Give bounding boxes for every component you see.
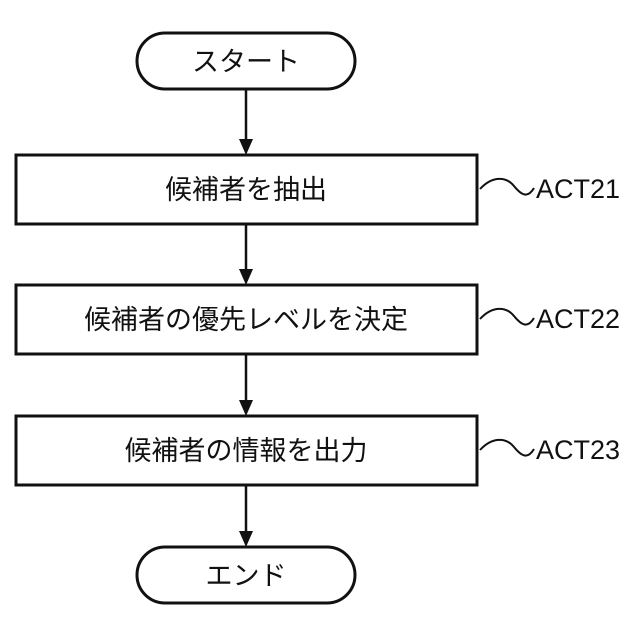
step-text-act22: 候補者の優先レベルを決定 (84, 305, 408, 336)
arrow-step3-to-end (239, 485, 253, 547)
leader-line-act21 (480, 179, 534, 195)
step-text-act21: 候補者を抽出 (165, 175, 327, 206)
step-label-act22: ACT22 (536, 304, 620, 334)
start-label: スタート (192, 47, 300, 78)
start-terminator: スタート (137, 33, 355, 89)
step-label-act21: ACT21 (536, 174, 620, 204)
leader-line-act22 (480, 309, 534, 325)
arrow-step2-to-step3 (239, 354, 253, 416)
step-text-act23: 候補者の情報を出力 (125, 436, 368, 467)
arrow-start-to-step1 (239, 89, 253, 155)
process-step-act21: 候補者を抽出 ACT21 (16, 155, 620, 224)
arrow-step1-to-step2 (239, 224, 253, 285)
process-step-act23: 候補者の情報を出力 ACT23 (16, 416, 620, 485)
leader-line-act23 (480, 440, 534, 456)
end-terminator: エンド (137, 547, 355, 603)
process-step-act22: 候補者の優先レベルを決定 ACT22 (16, 285, 620, 354)
step-label-act23: ACT23 (536, 435, 620, 465)
end-label: エンド (206, 561, 287, 592)
